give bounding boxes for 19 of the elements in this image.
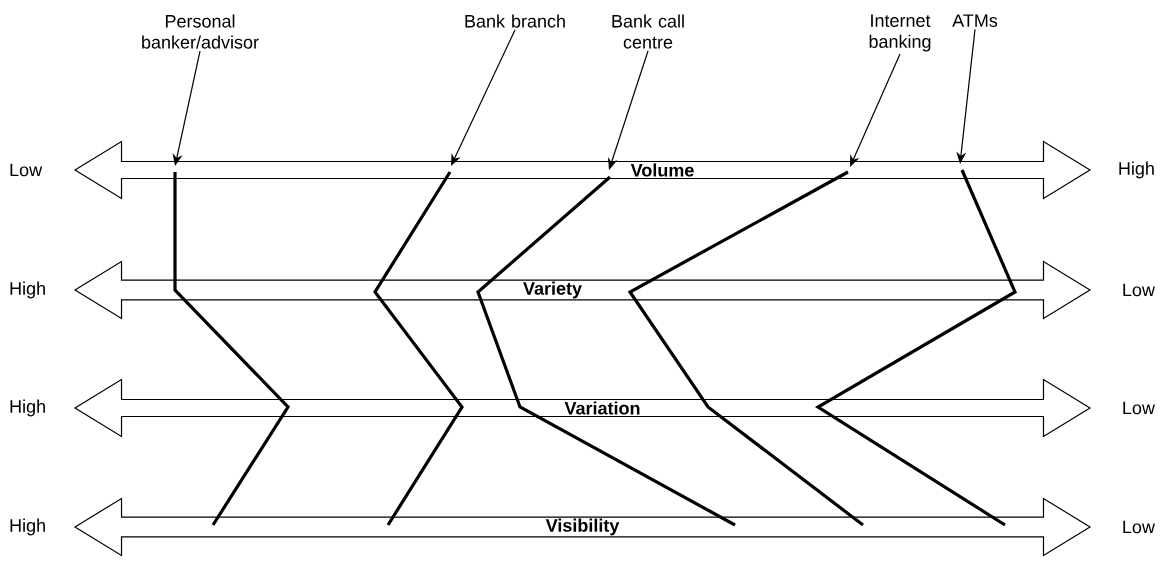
scale-label: Low bbox=[10, 163, 43, 177]
scale-label: Low bbox=[1123, 283, 1155, 297]
leader-line bbox=[956, 28, 976, 164]
scale-label: High bbox=[10, 281, 45, 299]
profile-line bbox=[814, 169, 1018, 527]
node-label: Personal banker/advisor bbox=[142, 14, 259, 49]
node-label: Internet banking bbox=[869, 14, 931, 52]
scale-label: Low bbox=[1123, 401, 1155, 415]
profile-line bbox=[373, 171, 464, 526]
leader-line bbox=[850, 53, 901, 167]
node-label: Bank branch bbox=[465, 14, 565, 28]
scale-label: High bbox=[1119, 161, 1154, 179]
scale-label: Low bbox=[1123, 520, 1155, 534]
node-label: Bank call centre bbox=[612, 14, 684, 49]
scale-label: High bbox=[10, 399, 45, 417]
profile-line bbox=[173, 172, 291, 526]
scale-label: High bbox=[10, 518, 45, 536]
leader-line bbox=[451, 29, 516, 166]
node-label: ATMs bbox=[952, 14, 998, 27]
